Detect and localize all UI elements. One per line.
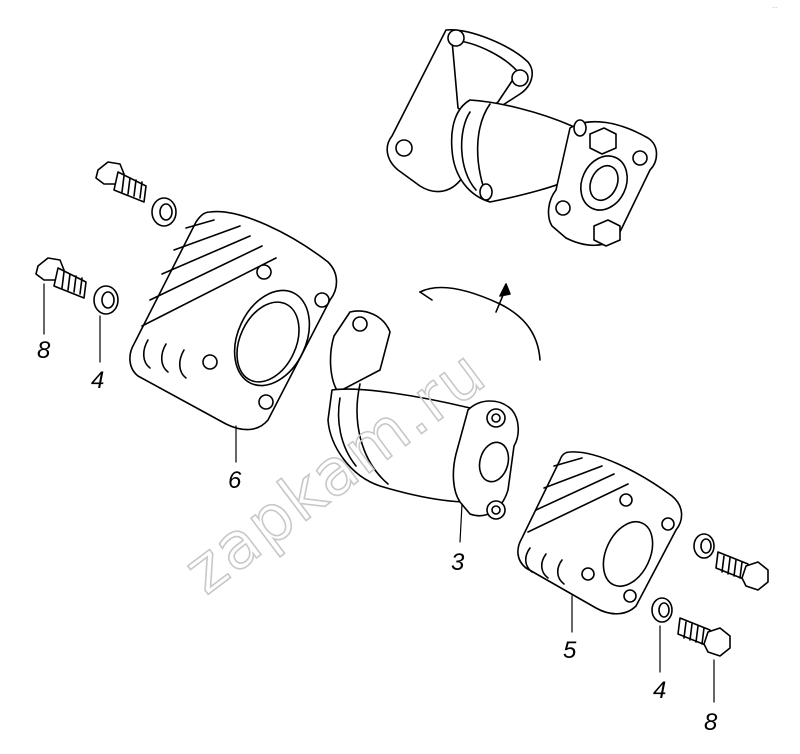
washer-lower-right [652,598,672,622]
callout-8-right: 8 [704,709,718,736]
leader-lines [43,283,715,703]
callout-4-left: 4 [91,367,104,394]
gasket-stack-6 [130,212,337,430]
corner-mark: ... [772,3,778,10]
bolt-upper-left [96,162,146,202]
callout-5: 5 [563,637,577,664]
pipe-3 [328,311,518,519]
bolt-upper-right [716,552,768,590]
bolt-lower-right [678,618,730,656]
callout-6: 6 [228,467,242,494]
gasket-stack-5 [518,452,682,614]
washer-upper-right [694,534,714,558]
washer-upper-left [152,198,176,226]
bolt-lower-left [36,258,86,298]
flow-arrow [420,284,540,360]
upper-pipe-assembly [387,30,656,246]
callout-8-left: 8 [37,337,51,364]
callout-3: 3 [451,549,465,576]
washer-lower-left [94,286,118,314]
callout-4-right: 4 [653,677,666,704]
